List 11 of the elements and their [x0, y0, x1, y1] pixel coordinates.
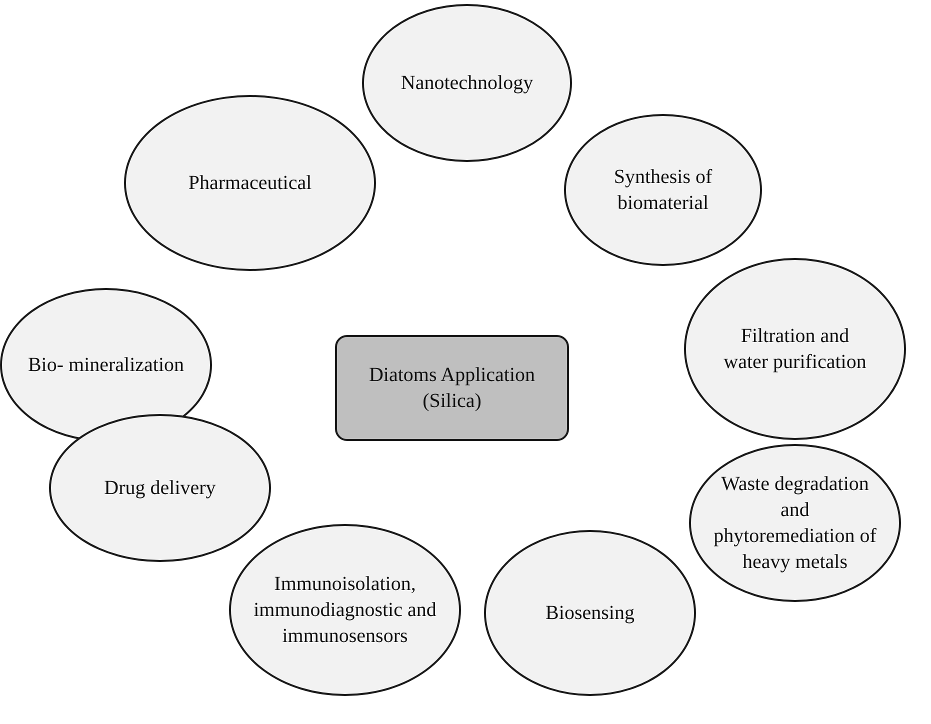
node-label: Biosensing: [546, 601, 634, 626]
node-label: Filtration and water purification: [722, 324, 868, 375]
node-label: Waste degradation and phytoremediation of heavy metals: [713, 472, 877, 575]
node-label: Pharmaceutical: [188, 171, 312, 196]
node-label: Synthesis of biomaterial: [612, 165, 714, 216]
center-box: [335, 335, 569, 441]
node-label: Bio- mineralization: [28, 353, 184, 378]
node-label: Drug delivery: [104, 476, 216, 501]
node-label: Immunoisolation, immunodiagnostic and immunosensors: [253, 572, 437, 649]
node-label: Nanotechnology: [400, 71, 534, 96]
node-label: Diatoms Application (Silica): [368, 363, 536, 414]
